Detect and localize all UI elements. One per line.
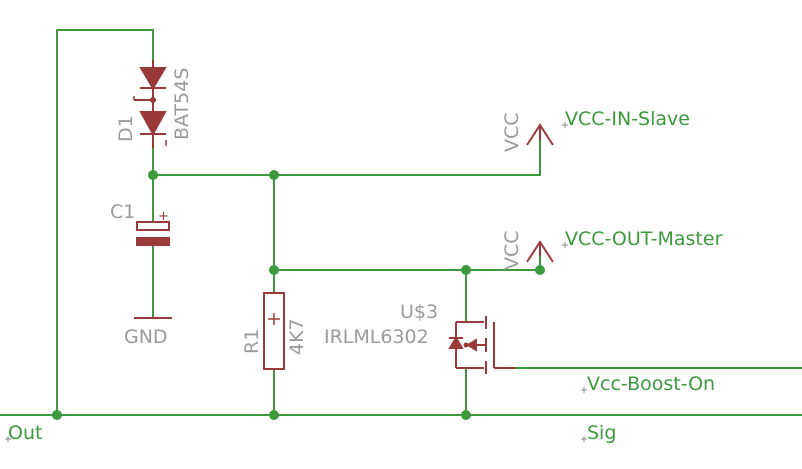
net-label-vcc-boost-on: Vcc-Boost-On (587, 373, 715, 395)
d1-name-label: D1 (115, 115, 137, 142)
junction-source-bottom (461, 410, 471, 420)
d1-value-label: BAT54S (171, 68, 193, 140)
gnd-label: GND (124, 326, 168, 348)
c1-name-label: C1 (110, 201, 135, 223)
u3-value-label: IRLML6302 (324, 326, 429, 348)
junction-node-top-left (148, 170, 158, 180)
junction-node-r1-top (269, 265, 279, 275)
capacitor-c1-symbol (136, 221, 170, 246)
diode-d1-symbol (133, 60, 167, 148)
mosfet-u3-symbol (448, 316, 515, 374)
net-label-vcc-out-master: VCC-OUT-Master (565, 228, 723, 250)
vcc-in-supply-symbol (526, 123, 554, 146)
resistor-r1-symbol (263, 292, 285, 370)
vcc-out-supply-label: VCC (501, 230, 523, 270)
vcc-out-supply-symbol (526, 240, 554, 263)
junction-node-vcc-out (461, 265, 471, 275)
u3-name-label: U$3 (400, 301, 438, 323)
junction-node-top-mid (269, 170, 279, 180)
junction-out-left (52, 410, 62, 420)
wires (0, 29, 802, 416)
junction-vcc-out-pin (535, 265, 545, 275)
c1-plus-label: + (158, 209, 169, 224)
vcc-in-supply-label: VCC (501, 112, 523, 152)
r1-value-label: 4K7 (286, 318, 308, 355)
net-label-markers (5, 122, 587, 442)
junction-r1-bottom (269, 410, 279, 420)
junctions (52, 170, 545, 420)
net-label-sig: Sig (587, 422, 616, 444)
net-label-vcc-in-slave: VCC-IN-Slave (565, 108, 690, 130)
wire-out-loop (56, 29, 154, 416)
net-label-out: Out (8, 422, 42, 444)
r1-name-label: R1 (241, 329, 263, 354)
